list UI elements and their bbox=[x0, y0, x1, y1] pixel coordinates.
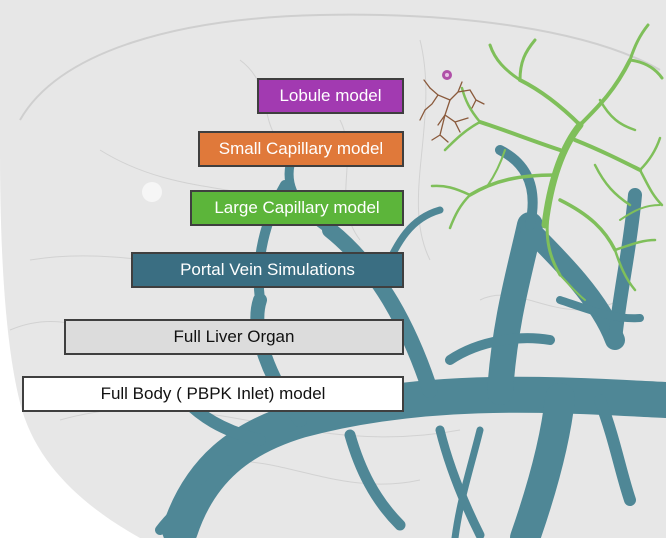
portal-vein-simulations-label: Portal Vein Simulations bbox=[131, 252, 404, 288]
background-node-marker bbox=[142, 182, 162, 202]
lobule-model-text: Lobule model bbox=[279, 86, 382, 105]
full-body-pbpk-model-label: Full Body ( PBPK Inlet) model bbox=[22, 376, 404, 412]
small-capillary-model-text: Small Capillary model bbox=[218, 139, 384, 158]
large-capillary-model-label: Large Capillary model bbox=[190, 190, 404, 226]
full-liver-organ-text: Full Liver Organ bbox=[173, 327, 295, 346]
large-capillary-model-text: Large Capillary model bbox=[214, 198, 380, 217]
lobule-network bbox=[419, 79, 485, 143]
lobule-cell-cluster bbox=[442, 70, 452, 80]
portal-vein-simulations-text: Portal Vein Simulations bbox=[180, 260, 355, 279]
liver-organ-outline bbox=[19, 13, 661, 121]
lobule-model-label: Lobule model bbox=[257, 78, 404, 114]
small-capillary-model-label: Small Capillary model bbox=[198, 131, 404, 167]
full-body-pbpk-model-text: Full Body ( PBPK Inlet) model bbox=[100, 384, 326, 403]
capillary-tree bbox=[430, 23, 664, 301]
full-liver-organ-label: Full Liver Organ bbox=[64, 319, 404, 355]
